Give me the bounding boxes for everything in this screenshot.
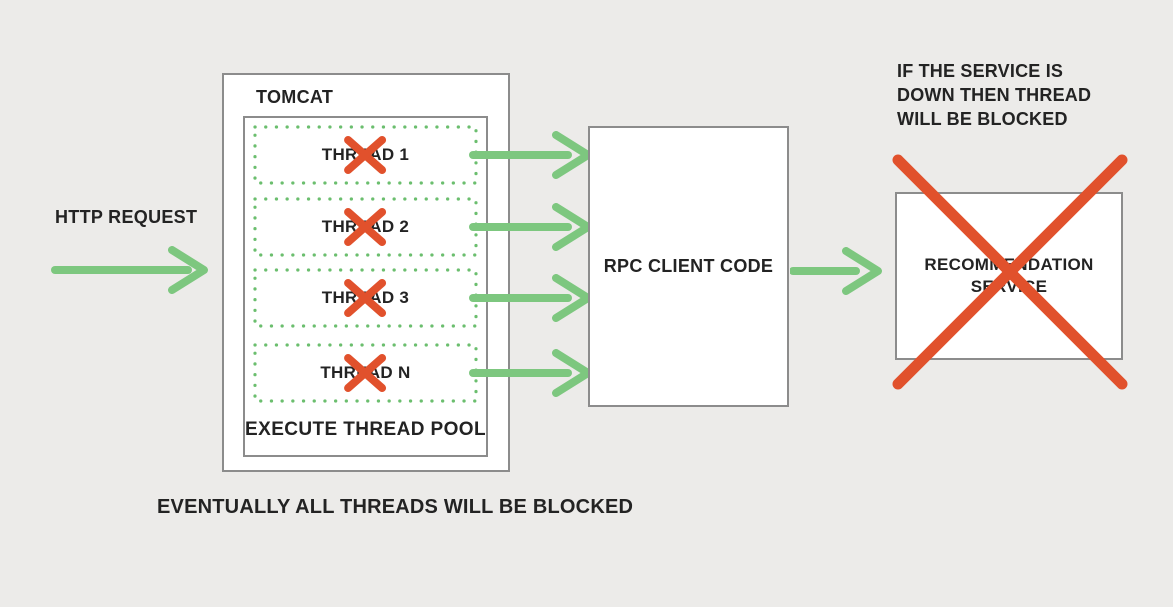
- thread-row-1: THREAD 1: [253, 125, 478, 185]
- dotted-border-icon: [253, 197, 478, 257]
- service-down-x-icon: [892, 154, 1128, 390]
- thread-row-2: THREAD 2: [253, 197, 478, 257]
- thread1-to-rpc-arrow-icon: [469, 131, 592, 179]
- blocked-x-icon: [343, 208, 386, 246]
- dotted-border-icon: [253, 343, 478, 403]
- thread2-to-rpc-arrow-icon: [469, 203, 592, 251]
- thread-row-3: THREAD 3: [253, 268, 478, 328]
- threadn-to-rpc-arrow-icon: [469, 349, 592, 397]
- http-request-arrow-icon: [51, 246, 208, 294]
- service-down-note: IF THE SERVICE IS DOWN THEN THREAD WILL …: [897, 61, 1092, 129]
- threads-blocked-note: EVENTUALLY ALL THREADS WILL BE BLOCKED: [157, 496, 634, 518]
- blocked-x-icon: [343, 354, 386, 392]
- dotted-border-icon: [253, 125, 478, 185]
- tomcat-title: TOMCAT: [256, 87, 334, 107]
- rpc-to-service-arrow-icon: [790, 247, 882, 295]
- thread3-to-rpc-arrow-icon: [469, 274, 592, 322]
- thread-row-n: THREAD N: [253, 343, 478, 403]
- rpc-client-code-label: RPC CLIENT CODE: [603, 256, 774, 276]
- dotted-border-icon: [253, 268, 478, 328]
- blocked-x-icon: [343, 279, 386, 317]
- thread-pool-title: EXECUTE THREAD POOL: [245, 419, 486, 440]
- http-request-label: HTTP REQUEST: [55, 207, 198, 227]
- thread-pool-box: [243, 116, 488, 457]
- blocked-x-icon: [343, 136, 386, 174]
- rpc-client-code-box: RPC CLIENT CODE: [588, 126, 789, 407]
